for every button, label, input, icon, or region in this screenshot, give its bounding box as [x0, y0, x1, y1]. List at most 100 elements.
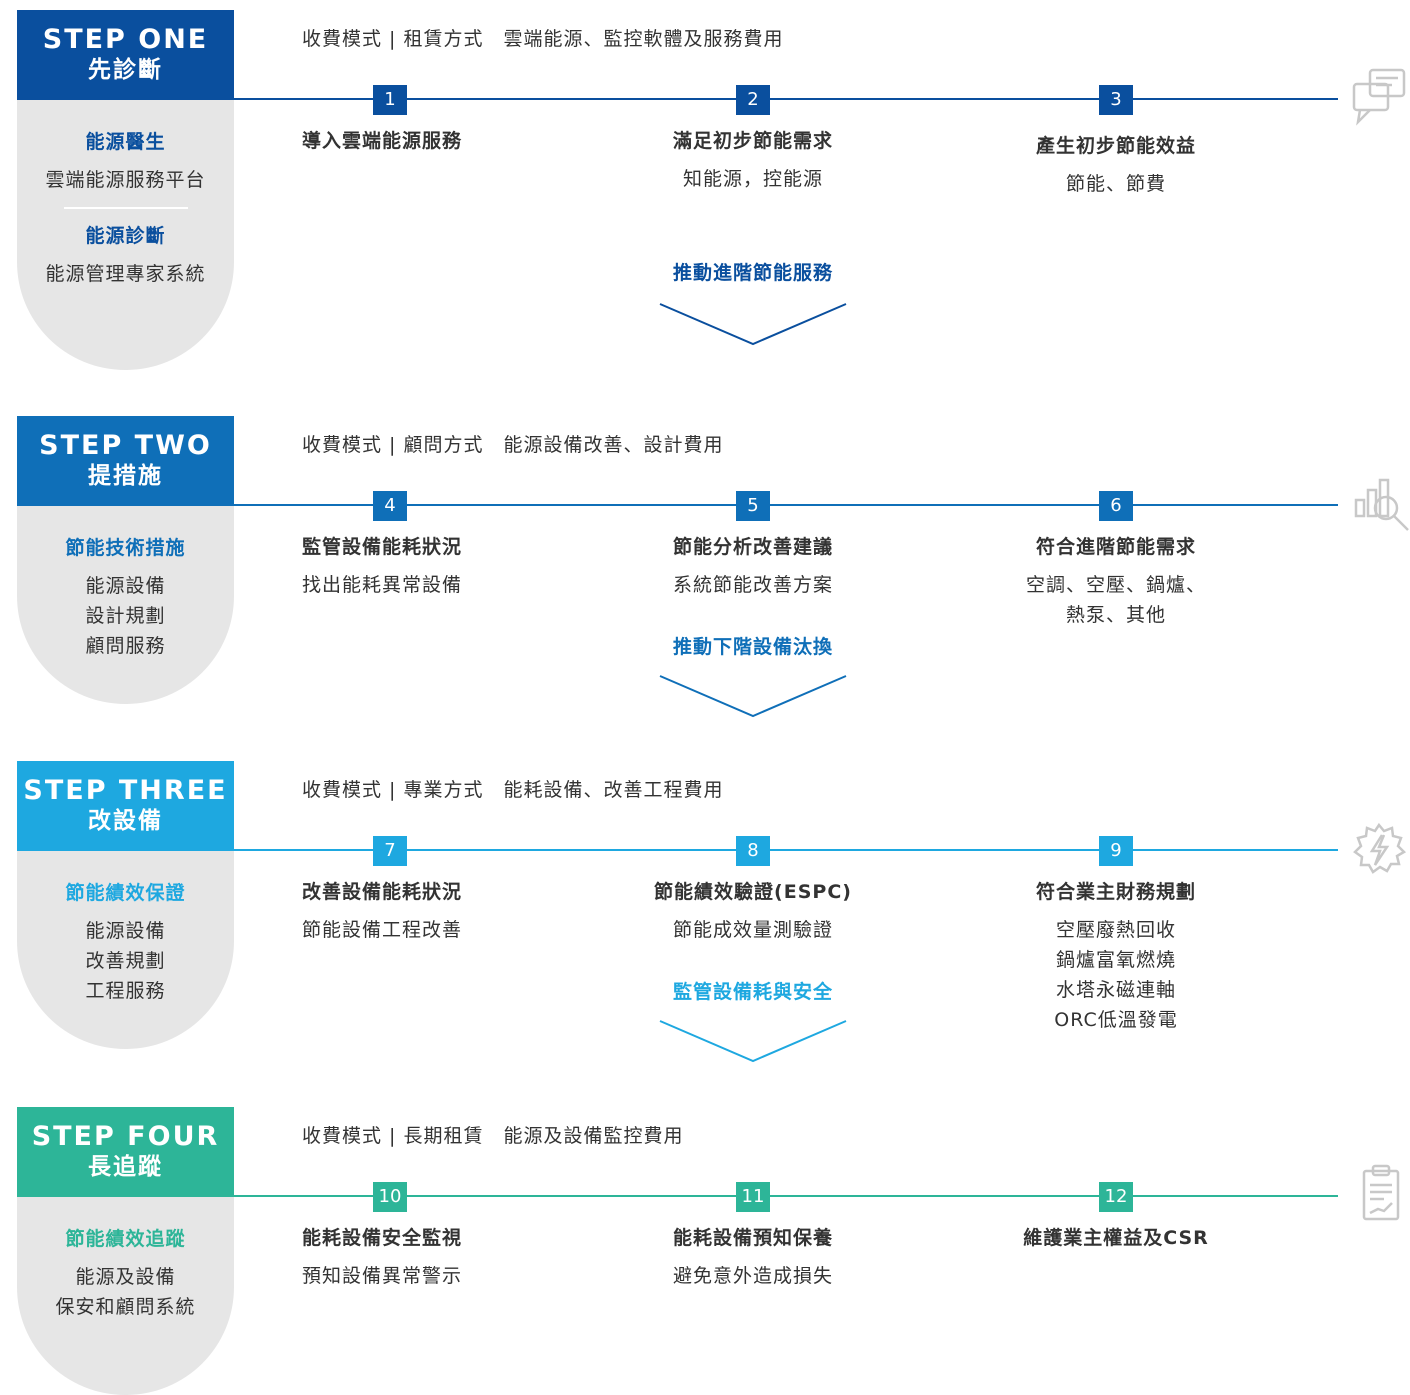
panel-text: 改善規劃: [85, 950, 166, 972]
milestone-item: 改善設備能耗狀況 節能設備工程改善: [302, 761, 622, 945]
milestone-item: 產生初步節能效益 節能、節費: [956, 15, 1276, 199]
milestone-item: 維護業主權益及CSR: [956, 1107, 1276, 1253]
milestone-item: 符合業主財務規劃 空壓廢熱回收 鍋爐富氧燃燒 水塔永磁連軸 ORC低溫發電: [956, 761, 1276, 1035]
step-number-badge: 2: [736, 85, 770, 115]
step-number-badge: 7: [373, 836, 407, 866]
step-two-label: STEP TWO: [39, 430, 212, 461]
milestone-item: 能耗設備安全監視 預知設備異常警示: [302, 1107, 622, 1291]
milestone-desc: 熱泵、其他: [1065, 604, 1166, 626]
milestone-desc: 鍋爐富氧燃燒: [1055, 949, 1176, 971]
step-three-header: STEP THREE 改設備: [17, 761, 234, 851]
fee-model-text: 收費模式 | 租賃方式 雲端能源、監控軟體及服務費用: [302, 28, 784, 50]
panel-text: 能源管理專家系統: [45, 263, 206, 285]
milestone-desc: 避免意外造成損失: [672, 1265, 833, 1287]
milestone-desc: 系統節能改善方案: [672, 574, 833, 596]
step-four-panel: 節能績效追蹤 能源及設備 保安和顧問系統: [17, 1197, 234, 1395]
milestone-desc: 水塔永磁連軸: [1055, 979, 1176, 1001]
milestone-item: 符合進階節能需求 空調、空壓、鍋爐、 熱泵、其他: [956, 416, 1276, 630]
milestone-item: 節能分析改善建議 系統節能改善方案: [593, 416, 913, 600]
panel-title: 能源診斷: [85, 225, 166, 247]
milestone-desc: 節能、節費: [1065, 173, 1166, 195]
push-label: 推動進階節能服務: [672, 262, 833, 284]
milestone-desc: 節能設備工程改善: [302, 919, 463, 941]
step-number-badge: 1: [373, 85, 407, 115]
step-three-label: STEP THREE: [23, 775, 228, 806]
step-number-badge: 9: [1099, 836, 1133, 866]
milestone-title: 符合業主財務規劃: [1035, 881, 1196, 903]
milestone-title: 能耗設備安全監視: [302, 1227, 463, 1249]
timeline-line: [234, 98, 1338, 100]
milestone-desc: 預知設備異常警示: [302, 1265, 463, 1287]
milestone-title: 產生初步節能效益: [1035, 135, 1196, 157]
step-number-badge: 3: [1099, 85, 1133, 115]
step-four-subtitle: 長追蹤: [88, 1154, 163, 1180]
panel-text: 工程服務: [85, 980, 166, 1002]
milestone-title: 導入雲端能源服務: [302, 130, 463, 152]
chat-bubbles-icon: [1352, 68, 1406, 126]
panel-text: 能源及設備: [75, 1266, 176, 1288]
step-two-subtitle: 提措施: [88, 463, 163, 489]
chart-magnifier-icon: [1354, 478, 1409, 531]
step-number-badge: 5: [736, 491, 770, 521]
milestone-title: 符合進階節能需求: [1035, 536, 1196, 558]
chevron-down-icon: [659, 1020, 847, 1063]
milestone-desc: 知能源，控能源: [682, 168, 823, 190]
fee-model-text: 收費模式 | 長期租賃 能源及設備監控費用: [302, 1125, 684, 1147]
step-one-subtitle: 先診斷: [88, 57, 163, 83]
step-two-header: STEP TWO 提措施: [17, 416, 234, 506]
fee-model-text: 收費模式 | 顧問方式 能源設備改善、設計費用: [302, 434, 724, 456]
panel-title: 節能技術措施: [65, 537, 186, 559]
step-four-header: STEP FOUR 長追蹤: [17, 1107, 234, 1197]
panel-text: 能源設備: [85, 920, 166, 942]
step-number-badge: 12: [1099, 1182, 1133, 1212]
panel-title: 節能績效追蹤: [65, 1228, 186, 1250]
step-one-panel: 能源醫生 雲端能源服務平台 能源診斷 能源管理專家系統: [17, 100, 234, 370]
clipboard-report-icon: [1362, 1164, 1400, 1221]
timeline-line: [234, 1195, 1338, 1197]
push-label: 推動下階設備汰換: [672, 636, 833, 658]
fee-model-text: 收費模式 | 專業方式 能耗設備、改善工程費用: [302, 779, 724, 801]
panel-text: 顧問服務: [85, 635, 166, 657]
step-three-section: STEP THREE 改設備 節能績效保證 能源設備 改善規劃 工程服務 收費模…: [0, 761, 1410, 1063]
step-number-badge: 10: [373, 1182, 407, 1212]
step-number-badge: 4: [373, 491, 407, 521]
step-one-label: STEP ONE: [42, 24, 209, 55]
milestone-desc: ORC低溫發電: [1054, 1009, 1178, 1031]
step-three-panel: 節能績效保證 能源設備 改善規劃 工程服務: [17, 851, 234, 1049]
milestone-item: 節能績效驗證(ESPC) 節能成效量測驗證: [593, 761, 913, 945]
timeline-line: [234, 504, 1338, 506]
step-one-header: STEP ONE 先診斷: [17, 10, 234, 100]
panel-title: 節能績效保證: [65, 882, 186, 904]
gear-lightning-icon: [1353, 822, 1407, 874]
milestone-title: 節能分析改善建議: [672, 536, 833, 558]
step-number-badge: 6: [1099, 491, 1133, 521]
panel-text: 保安和顧問系統: [55, 1296, 196, 1318]
milestone-title: 維護業主權益及CSR: [1023, 1227, 1209, 1249]
milestone-title: 改善設備能耗狀況: [302, 881, 463, 903]
step-three-subtitle: 改設備: [88, 808, 163, 834]
milestone-title: 監管設備能耗狀況: [302, 536, 463, 558]
step-number-badge: 8: [736, 836, 770, 866]
milestone-desc: 找出能耗異常設備: [302, 574, 463, 596]
milestone-title: 節能績效驗證(ESPC): [654, 881, 852, 903]
milestone-item: 滿足初步節能需求 知能源，控能源: [593, 10, 913, 194]
panel-divider: [63, 207, 188, 209]
panel-title: 能源醫生: [85, 131, 166, 153]
step-four-label: STEP FOUR: [31, 1121, 220, 1152]
push-label: 監管設備耗與安全: [672, 981, 833, 1003]
timeline-line: [234, 849, 1338, 851]
panel-text: 能源設備: [85, 575, 166, 597]
chevron-down-icon: [659, 675, 847, 718]
milestone-desc: 空壓廢熱回收: [1055, 919, 1176, 941]
milestone-title: 能耗設備預知保養: [672, 1227, 833, 1249]
milestone-desc: 空調、空壓、鍋爐、: [1025, 574, 1206, 596]
milestone-title: 滿足初步節能需求: [672, 130, 833, 152]
chevron-down-icon: [659, 303, 847, 346]
step-number-badge: 11: [736, 1182, 770, 1212]
panel-text: 設計規劃: [85, 605, 166, 627]
step-two-panel: 節能技術措施 能源設備 設計規劃 顧問服務: [17, 506, 234, 704]
milestone-item: 監管設備能耗狀況 找出能耗異常設備: [302, 416, 622, 600]
step-four-section: STEP FOUR 長追蹤 節能績效追蹤 能源及設備 保安和顧問系統 收費模式 …: [0, 1107, 1410, 1395]
milestone-item: 能耗設備預知保養 避免意外造成損失: [593, 1107, 913, 1291]
step-two-section: STEP TWO 提措施 節能技術措施 能源設備 設計規劃 顧問服務 收費模式 …: [0, 416, 1410, 718]
